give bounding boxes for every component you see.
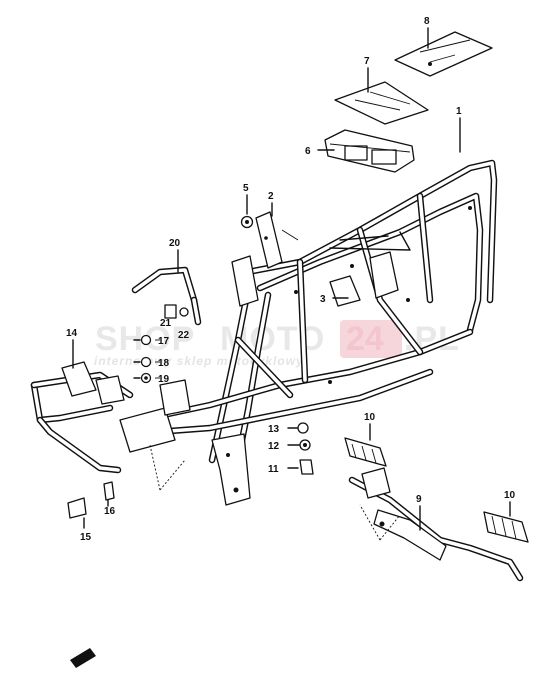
- part-9-footrest-bar: [348, 467, 524, 582]
- part-10-footrest-rubber-a: [344, 437, 387, 467]
- watermark-brand-accent: 24: [346, 320, 384, 358]
- corner-mark: [70, 648, 96, 668]
- part-10-footrest-rubber-b: [483, 511, 529, 543]
- assembly-leaders: [149, 444, 401, 541]
- callout-14: 14: [66, 328, 78, 339]
- callout-5: 5: [243, 183, 249, 194]
- callout-16: 16: [104, 506, 116, 517]
- callout-1: 1: [456, 106, 462, 117]
- part-20-tube: [131, 266, 202, 326]
- callout-20: 20: [169, 238, 181, 249]
- callout-leaders: [72, 27, 511, 531]
- part-7-tray: [334, 81, 429, 125]
- frame-body: [119, 159, 498, 506]
- callout-15: 15: [80, 532, 92, 543]
- small-hardware-bottom: [67, 481, 115, 519]
- callout-2: 2: [268, 191, 274, 202]
- callout-labels: 8 7 6 1 5 2 20 3 21 22 14 17 18 19 13 12…: [66, 16, 516, 543]
- part-14-carrier: [30, 361, 134, 474]
- part-5-nut: [240, 215, 254, 229]
- small-hardware-center: [297, 422, 314, 475]
- callout-21: 21: [160, 318, 172, 329]
- callout-11: 11: [268, 464, 279, 475]
- callout-13: 13: [268, 424, 280, 435]
- callout-12: 12: [268, 441, 280, 452]
- callout-22: 22: [178, 330, 190, 341]
- callout-17: 17: [158, 336, 170, 347]
- callout-19: 19: [158, 374, 170, 385]
- part-2-bracket: [255, 211, 299, 269]
- small-hardware-left: [140, 304, 189, 384]
- watermark-accent-box: [340, 320, 402, 358]
- part-6-bracket: [324, 129, 415, 173]
- callout-7: 7: [364, 56, 370, 67]
- callout-10a: 10: [364, 412, 376, 423]
- callout-6: 6: [305, 146, 311, 157]
- watermark-tagline: internetowy sklep motocyklowy: [94, 354, 304, 368]
- callout-3: 3: [320, 294, 326, 305]
- callout-10b: 10: [504, 490, 516, 501]
- callout-18: 18: [158, 358, 170, 369]
- callout-9: 9: [416, 494, 422, 505]
- callout-8: 8: [424, 16, 430, 27]
- part-8-plate: [394, 31, 493, 77]
